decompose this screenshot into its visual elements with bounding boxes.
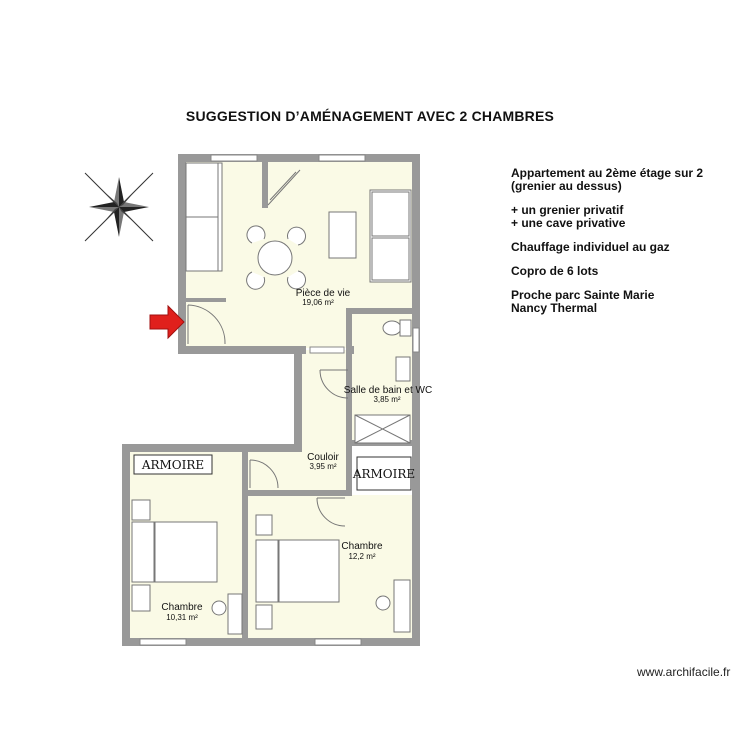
bedroom-furniture (131, 454, 412, 635)
coffee-table (328, 211, 357, 259)
desk-chair-right (375, 595, 391, 611)
entrance-door (187, 304, 226, 345)
note-storage: + un grenier privatif+ une cave privativ… (511, 203, 626, 230)
window-bed-right (314, 638, 362, 646)
living-room-name: Pièce de vie (296, 288, 351, 299)
compass-rose-icon (84, 172, 154, 242)
hall-name: Couloir (307, 452, 339, 463)
plan-title: SUGGESTION D’AMÉNAGEMENT AVEC 2 CHAMBRES (185, 108, 555, 124)
doors (187, 169, 349, 527)
desk-left (227, 593, 243, 635)
sink (395, 356, 411, 382)
window-bed-left (139, 638, 187, 646)
bath-door (319, 369, 349, 399)
bed-right (278, 539, 340, 603)
hall-area: 3,95 m² (309, 462, 336, 471)
closet-door (267, 169, 301, 206)
bed-left-door (249, 459, 279, 489)
dining-table (257, 240, 293, 276)
bath-room-area: 3,85 m² (373, 395, 400, 404)
bath-furniture (354, 319, 412, 444)
toilet (382, 320, 402, 336)
bed-right-name: Chambre (341, 541, 383, 552)
bath-room-name: Salle de bain et WC (344, 385, 432, 396)
armoire-right-label: ARMOIRE (352, 467, 415, 481)
doorway-hall (309, 346, 345, 354)
window-living-2 (318, 154, 366, 162)
window-living-1 (210, 154, 258, 162)
notes-panel: Appartement au 2ème étage sur 2 (grenier… (511, 167, 703, 326)
hall-floor-low (249, 450, 351, 495)
bedside-left (131, 499, 151, 521)
note-condo: Copro de 6 lots (511, 264, 599, 278)
entrance-arrow-icon (149, 304, 185, 340)
armoire-left-label: ARMOIRE (141, 458, 204, 472)
bed-right-area: 12,2 m² (348, 552, 375, 561)
armoire-right-box (356, 456, 412, 491)
armoire-left-box (133, 454, 213, 475)
windows (139, 154, 420, 646)
bed-left-name: Chambre (161, 602, 203, 613)
bedside-right (255, 514, 273, 536)
note-floor: Appartement au 2ème étage sur 2 (grenier… (511, 166, 704, 193)
bedside-left-2 (131, 584, 151, 612)
bedside-right-2 (255, 604, 273, 630)
bed-right-door (316, 497, 346, 527)
desk-chair-left (211, 600, 227, 616)
living-room-area: 19,06 m² (302, 298, 334, 307)
dining-chairs (246, 225, 307, 290)
note-heating: Chauffage individuel au gaz (511, 240, 670, 254)
credit-text: www.archifacile.fr (637, 665, 731, 679)
living-furniture (185, 162, 412, 290)
window-bath (412, 327, 420, 353)
bed-left-area: 10,31 m² (166, 613, 198, 622)
desk-right (393, 579, 411, 633)
bed-left (154, 521, 218, 583)
tv-stand (217, 162, 223, 272)
